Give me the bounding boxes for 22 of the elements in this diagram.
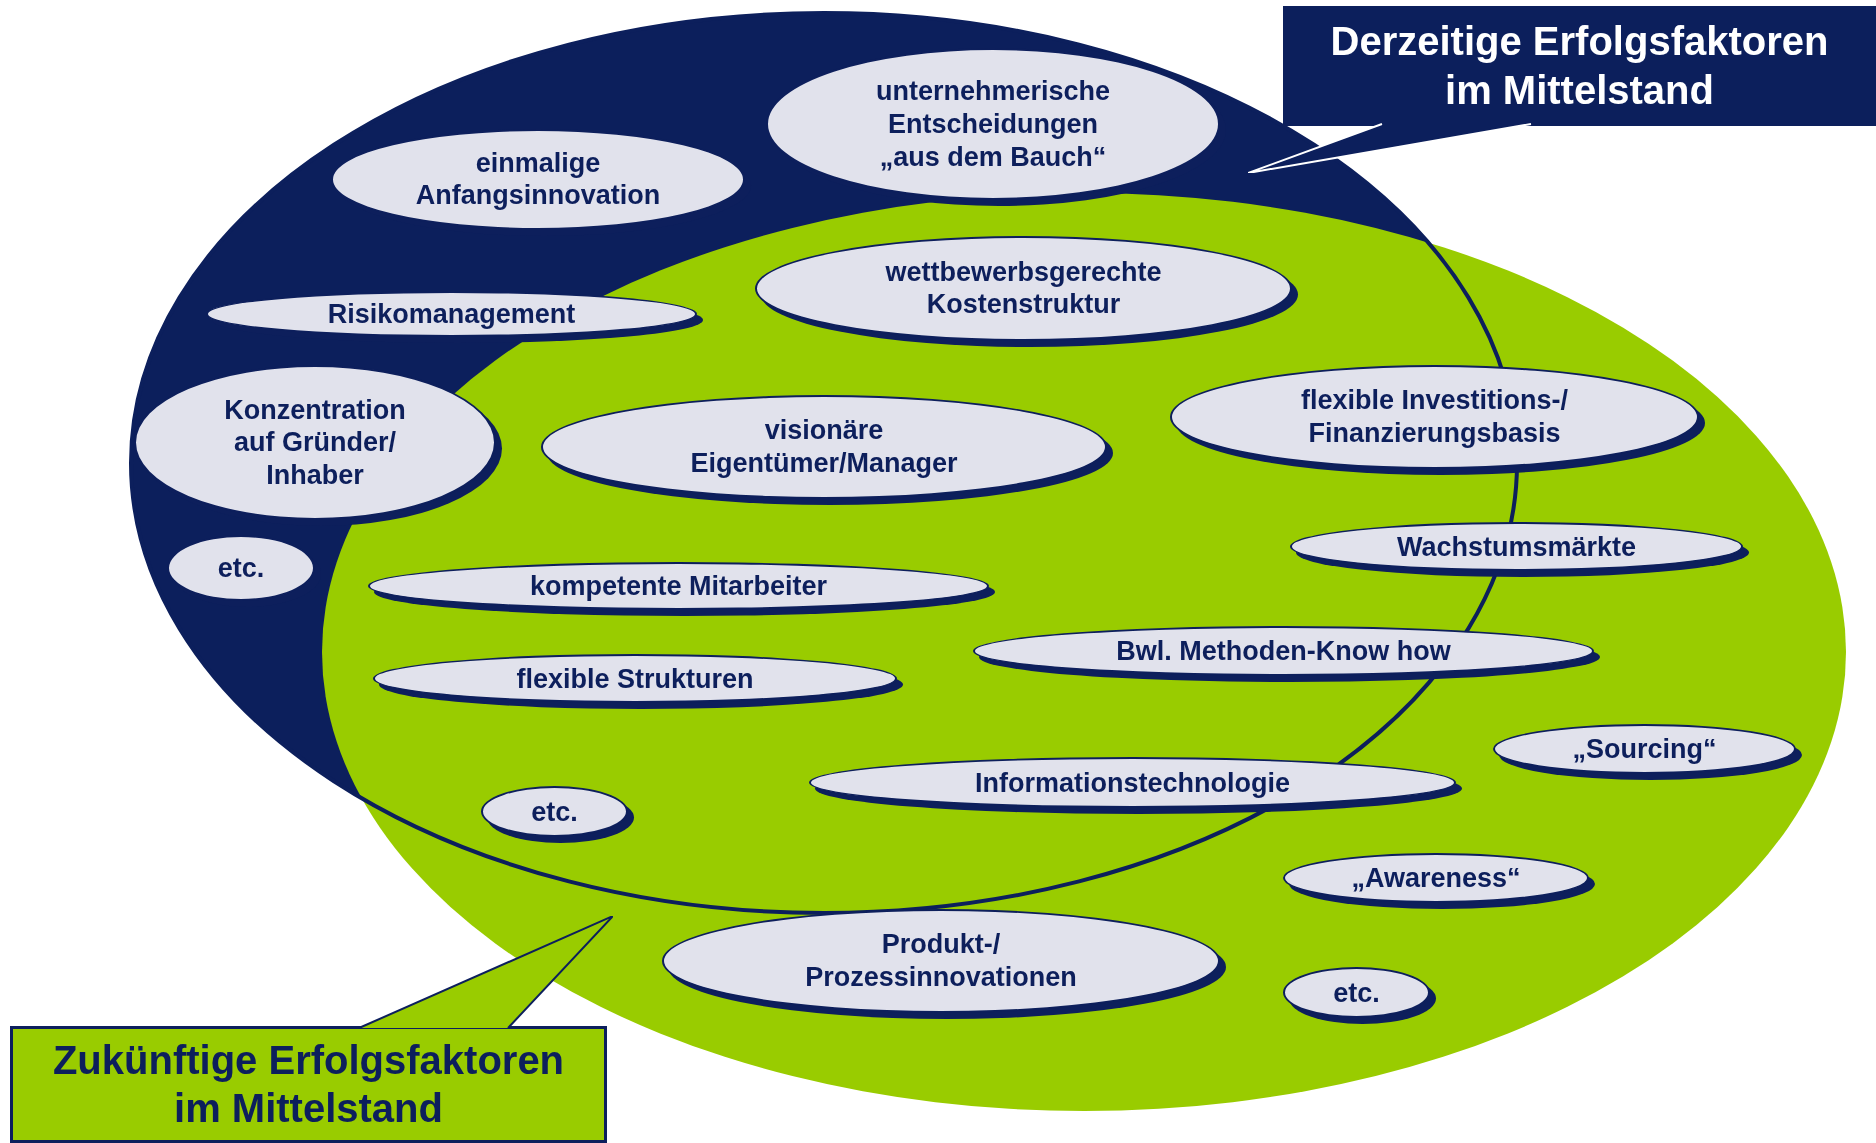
bubble-label: kompetente Mitarbeiter <box>528 569 829 603</box>
bubble-label: einmalige Anfangsinnovation <box>414 146 662 213</box>
bubble-label: visionäre Eigentümer/Manager <box>689 414 959 480</box>
bubble-label: flexible Strukturen <box>515 662 755 695</box>
bubble-label: Risikomanagement <box>326 297 577 331</box>
callout-title: Derzeitige Erfolgsfaktoren im Mittelstand <box>1329 18 1830 114</box>
bubble-label: wettbewerbsgerechte Kostenstruktur <box>884 255 1163 322</box>
callout-title: Zukünftige Erfolgsfaktoren im Mittelstand <box>51 1036 566 1133</box>
bubble-label: Wachstumsmärkte <box>1395 530 1638 563</box>
bubble-label: etc. <box>530 795 579 828</box>
bubble-label: Konzentration auf Gründer/ Inhaber <box>223 393 407 492</box>
bubble-label: unternehmerische Entscheidungen „aus dem Bauch“ <box>874 74 1112 174</box>
bubble-label: flexible Investitions-/ Finanzierungsbasis <box>1299 384 1570 450</box>
bubble-label: Produkt-/ Prozessinnovationen <box>804 928 1078 994</box>
callout-box <box>10 916 613 1143</box>
bubble-label: Bwl. Methoden-Know how <box>1115 634 1452 668</box>
bubble-label: „Sourcing“ <box>1571 732 1718 766</box>
bubble-label: etc. <box>216 551 266 585</box>
bubble-label: Informationstechnologie <box>974 766 1291 799</box>
bubble-label: „Awareness“ <box>1350 861 1522 895</box>
callout-box <box>1248 6 1876 173</box>
bubble-label: etc. <box>1332 976 1381 1009</box>
